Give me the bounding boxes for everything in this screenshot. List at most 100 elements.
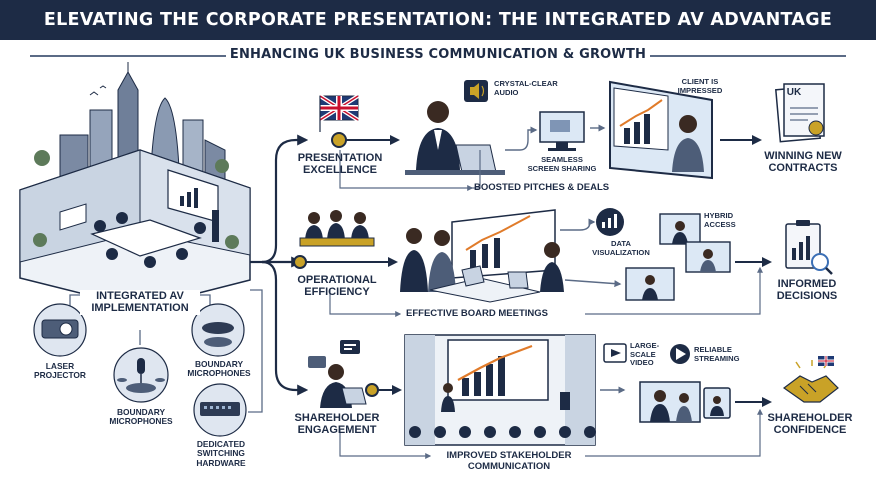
row2-stage-label-line1: OPERATIONAL [297,274,377,286]
hybrid-label-line1: HYBRID [704,211,734,220]
row2-result-label: INFORMED DECISIONS [764,278,850,303]
row1-stage-label-line1: PRESENTATION [297,152,383,164]
uk-flag-icon [318,94,360,132]
client-label-line1: CLIENT IS [681,77,719,86]
row2-connector-hybrid [564,279,622,288]
decision-clipboard-icon [785,220,833,275]
laser-projector-label: LASER PROJECTOR [30,361,90,381]
office-room [19,149,251,309]
header-bar: ELEVATING THE CORPORATE PRESENTATION: TH… [0,0,876,40]
video-label-line2: SCALE [630,349,656,359]
switching-hardware-label-line1: DEDICATED [196,439,246,449]
hybrid-label: HYBRID ACCESS [704,211,748,229]
laser-projector-label-line2: PROJECTOR [34,370,86,381]
laser-projector-icon [33,303,87,357]
page-title: ELEVATING THE CORPORATE PRESENTATION: TH… [43,10,833,30]
row2-benefit-line-left [329,290,402,317]
row2-node-dot [293,255,307,269]
row3-benefit-line-left [339,430,432,459]
video-play-icon [603,343,627,363]
hybrid-screens-icon [625,213,731,301]
row1-result-label-line2: CONTRACTS [768,162,838,175]
switching-hardware-label: DEDICATED SWITCHING HARDWARE [186,439,256,468]
client-label: CLIENT IS IMPRESSED [668,77,732,95]
row1-stage-label: PRESENTATION EXCELLENCE [290,152,390,177]
dataviz-label-line1: DATA [611,239,631,248]
dataviz-label: DATA VISUALIZATION [586,239,656,257]
laser-projector-label-line1: LASER [45,361,75,371]
screen-sharing-icon [539,111,585,151]
small-uk-flag-icon [818,356,834,366]
contract-icon [774,83,825,143]
row1-node-dot [331,132,347,148]
boundary-microphone-left-icon [113,347,169,403]
row3-benefit-label-line1: IMPROVED STAKEHOLDER [446,450,572,461]
row2-benefit-line-right [585,266,763,315]
streaming-label-line1: RELIABLE [694,345,732,354]
row1-connector-sharing [505,126,538,151]
hub-label-line2: IMPLEMENTATION [91,302,189,315]
boundary-mic-right-label: BOUNDARY MICROPHONES [184,359,254,379]
audio-speaker-icon [464,80,488,102]
client-label-line2: IMPRESSED [677,85,723,95]
streaming-screens-icon [639,381,731,423]
row1-benefit-line [470,150,481,189]
data-viz-icon [596,208,624,236]
boundary-microphone-right-icon [191,303,245,357]
operations-team-icon [400,209,564,303]
hybrid-label-line2: ACCESS [704,219,736,229]
client-screen-icon [609,80,713,180]
hub-label: INTEGRATED AV IMPLEMENTATION [80,290,200,315]
row3-stage-label-line1: SHAREHOLDER [294,412,380,424]
row2-benefit-label: EFFECTIVE BOARD MEETINGS [406,308,548,319]
switching-hardware-label-line2: SWITCHING [197,448,245,459]
contract-uk-text: UK [786,87,802,98]
audio-label: CRYSTAL-CLEAR AUDIO [494,79,568,97]
row1-result-label: WINNING NEW CONTRACTS [758,150,848,175]
boundary-mic-right-label-line1: BOUNDARY [194,359,244,369]
sharing-label: SEAMLESS SCREEN SHARING [522,155,602,173]
row3-benefit-line-right [585,408,763,457]
row2-result-label-line2: DECISIONS [776,290,838,303]
shareholder-speaker-icon [308,340,367,408]
subtitle-row: ENHANCING UK BUSINESS COMMUNICATION & GR… [0,44,876,66]
video-label-line1: LARGE- [630,341,660,350]
row3-result-label-line2: CONFIDENCE [773,424,847,437]
streaming-label: RELIABLE STREAMING [694,345,750,363]
row1-benefit-label: BOOSTED PITCHES & DEALS [474,182,610,193]
audio-label-line1: CRYSTAL-CLEAR [494,79,558,88]
video-label-line3: VIDEO [630,358,654,367]
subtitle-rule-left [30,55,226,57]
row3-benefit-label: IMPROVED STAKEHOLDER COMMUNICATION [424,450,594,472]
row3-benefit-label-line2: COMMUNICATION [467,460,551,472]
conference-hall-icon [404,334,596,446]
switching-hardware-label-line3: HARDWARE [196,457,246,468]
presenter-laptop-icon [405,101,505,175]
streaming-label-line2: STREAMING [694,353,740,363]
row3-node-dot [365,383,379,397]
audio-label-line2: AUDIO [494,87,519,97]
row3-result-label-line1: SHAREHOLDER [767,412,853,424]
video-label: LARGE- SCALE VIDEO [630,341,666,368]
boundary-mic-left-label: BOUNDARY MICROPHONES [102,407,180,427]
sharing-label-line1: SEAMLESS [541,155,583,164]
subtitle-rule-right [650,55,846,57]
boundary-mic-left-label-line1: BOUNDARY [116,407,166,417]
row1-result-label-line1: WINNING NEW [764,150,842,162]
row2-connector-dataviz [560,218,596,231]
row1-stage-label-line2: EXCELLENCE [303,164,377,177]
boundary-mic-left-label-line2: MICROPHONES [109,416,173,427]
streaming-icon [670,344,690,364]
row1-benefit-line-left [339,150,474,191]
row2-stage-label: OPERATIONAL EFFICIENCY [282,274,392,299]
board-meeting-icon [299,210,375,247]
switching-hardware-icon [193,383,247,437]
dataviz-label-line2: VISUALIZATION [592,247,650,257]
row2-result-label-line1: INFORMED [777,278,837,290]
page-subtitle: ENHANCING UK BUSINESS COMMUNICATION & GR… [229,47,647,62]
row2-stage-label-line2: EFFICIENCY [304,286,370,299]
row3-stage-label-line2: ENGAGEMENT [297,424,377,437]
handshake-icon [782,360,839,403]
row3-stage-label: SHAREHOLDER ENGAGEMENT [282,412,392,437]
